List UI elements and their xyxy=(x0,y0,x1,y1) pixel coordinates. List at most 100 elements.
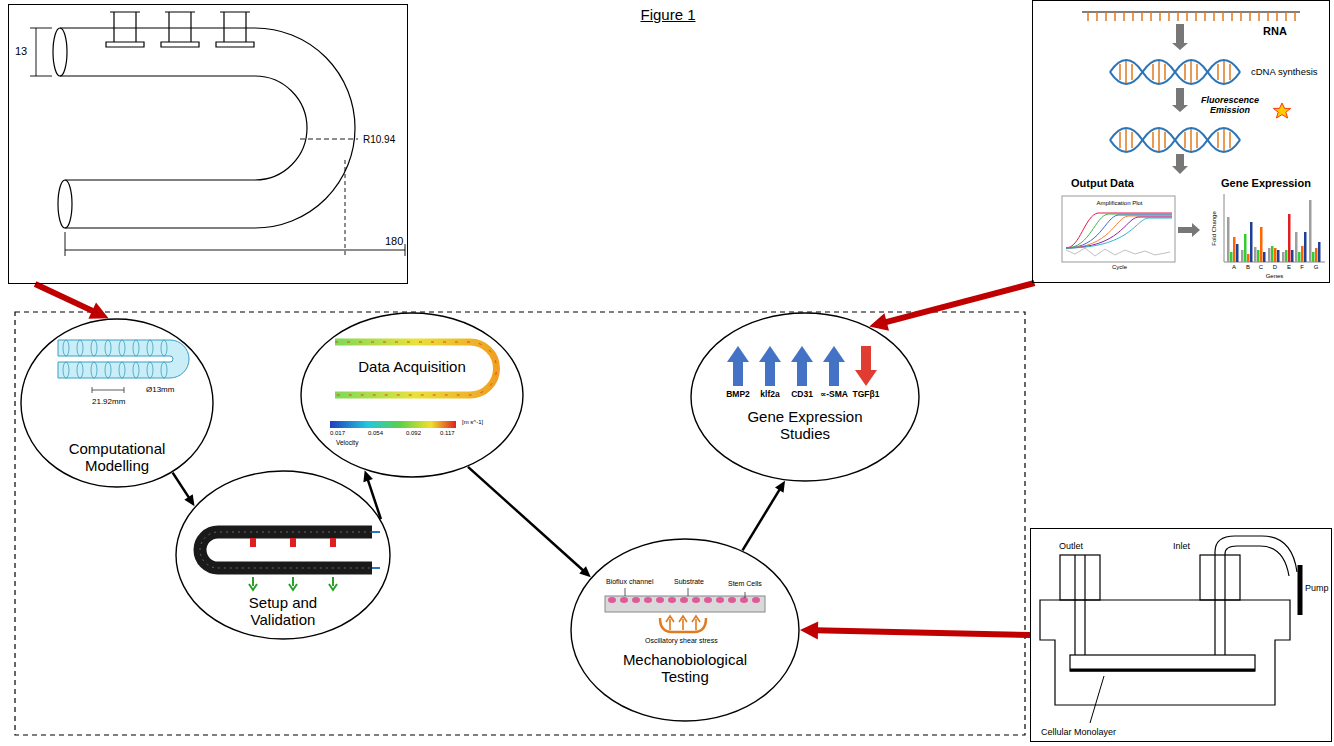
u-tube-drawing xyxy=(345,160,346,255)
bar-chart xyxy=(1227,200,1321,262)
arrow-head xyxy=(184,494,194,506)
bar-chart xyxy=(1315,248,1318,262)
node-text: Fluorescence Emission xyxy=(1194,95,1266,116)
bar-chart xyxy=(1295,232,1298,262)
node-text: TGFβ1 xyxy=(850,390,882,400)
velocity-field-picture xyxy=(330,421,456,428)
stage-ellipse: Bioflux channelSubstrateStem CellsOscill… xyxy=(570,538,800,722)
node-text: Stem Cells xyxy=(728,580,762,588)
node-text: G xyxy=(1311,264,1321,271)
node-text: C xyxy=(1256,264,1266,271)
gene-arrows xyxy=(727,346,749,386)
qpcr-schematic xyxy=(1066,214,1172,248)
bioflux-channel-picture xyxy=(656,597,664,603)
node-text: 13 xyxy=(15,45,27,58)
gene-arrows xyxy=(791,346,813,386)
arrow-line xyxy=(815,630,1030,635)
ellipse-outline xyxy=(300,312,524,478)
flow-arrow xyxy=(869,283,1034,331)
flow-arrow xyxy=(173,473,195,507)
bar-chart xyxy=(1298,252,1301,262)
device-schematic xyxy=(1298,565,1303,615)
u-tube-drawing xyxy=(216,12,254,47)
node-text: A xyxy=(1229,264,1239,271)
qpcr-schematic xyxy=(1066,213,1172,248)
cfd-model-picture xyxy=(58,340,189,378)
bar-chart xyxy=(1309,200,1312,262)
node-text: Output Data xyxy=(1071,177,1134,190)
cfd-model-picture xyxy=(92,387,124,393)
qpcr-schematic xyxy=(1088,12,1295,21)
node-text: 0.092 xyxy=(406,430,421,437)
node-text: R10.94 xyxy=(363,134,395,146)
device-schematic xyxy=(1075,555,1225,655)
arrow-head xyxy=(869,313,889,330)
bioflux-channel-picture xyxy=(740,597,748,603)
device-schematic xyxy=(1040,600,1290,705)
bar-chart xyxy=(1277,250,1280,262)
cfd-model-picture xyxy=(91,340,97,356)
u-tube-drawing xyxy=(53,28,67,76)
node-text: Genes xyxy=(1223,273,1326,280)
qpcr-schematic xyxy=(1172,154,1188,174)
qpcr-schematic xyxy=(1062,196,1175,262)
bar-chart xyxy=(1257,250,1260,262)
bar-chart xyxy=(1263,252,1266,262)
bar-chart xyxy=(1301,246,1304,262)
node-text: Computational Modelling xyxy=(57,440,177,475)
bar-chart xyxy=(1271,246,1274,262)
node-text: klf2a xyxy=(754,390,786,400)
node-text: Bioflux channel xyxy=(606,578,653,586)
ellipse-outline xyxy=(176,471,390,639)
cfd-model-picture xyxy=(63,340,69,356)
bar-chart xyxy=(1268,248,1271,262)
gene-arrows xyxy=(823,346,845,386)
qpcr-schematic xyxy=(1172,88,1188,112)
node-text: Mechanobiological Testing xyxy=(610,651,760,686)
cfd-model-picture xyxy=(119,362,125,378)
bioflux-channel-picture xyxy=(620,597,628,603)
node-text: E xyxy=(1284,264,1294,271)
bioflux-channel-picture xyxy=(704,597,712,603)
cfd-model-picture xyxy=(77,362,83,378)
node-text: B xyxy=(1243,264,1253,271)
qpcr-schematic xyxy=(1110,60,1240,84)
bar-chart xyxy=(1318,242,1321,262)
arrow-head xyxy=(800,621,818,639)
ellipse-outline xyxy=(571,539,799,721)
ellipse-outline xyxy=(21,319,213,487)
bioflux-channel-picture xyxy=(680,597,688,603)
stage-ellipse: Data Acquisition0.0170.0540.0920.117[m s… xyxy=(300,312,524,478)
node-text: 0.117 xyxy=(440,430,455,437)
bioflux-channel-picture xyxy=(668,597,676,603)
gene-arrows xyxy=(759,346,781,386)
qpcr-schematic xyxy=(1066,248,1170,256)
bar-chart xyxy=(1244,234,1247,262)
qpcr-schematic xyxy=(1110,60,1240,84)
bioflux-channel-picture xyxy=(716,597,724,603)
ellipse-outline xyxy=(570,538,800,722)
arrow-head xyxy=(579,566,591,577)
cfd-model-picture xyxy=(161,362,167,378)
cfd-model-picture xyxy=(133,362,139,378)
gene-arrows xyxy=(727,346,877,386)
qpcr-schematic xyxy=(1110,128,1240,152)
bar-chart xyxy=(1250,222,1253,262)
flow-arrow xyxy=(35,284,108,319)
node-text: ∝-SMA xyxy=(818,390,850,400)
device-schematic xyxy=(1225,546,1289,576)
stage-ellipse: 21.92mmØ13mmComputational Modelling xyxy=(20,318,214,488)
u-tube-drawing xyxy=(106,12,144,47)
node-text: Inlet xyxy=(1173,541,1190,551)
bioflux-channel-picture xyxy=(666,616,700,630)
ellipse-outline xyxy=(301,313,523,477)
device-schematic xyxy=(1070,669,1255,672)
cfd-model-picture xyxy=(161,340,167,356)
bioflux-channel-picture xyxy=(752,597,760,603)
bioflux-channel-picture xyxy=(605,596,765,612)
u-tube-drawing xyxy=(30,28,52,76)
bioflux-channel-picture xyxy=(728,597,736,603)
flow-arrow xyxy=(743,481,786,551)
qpcr-schematic xyxy=(1062,12,1325,262)
